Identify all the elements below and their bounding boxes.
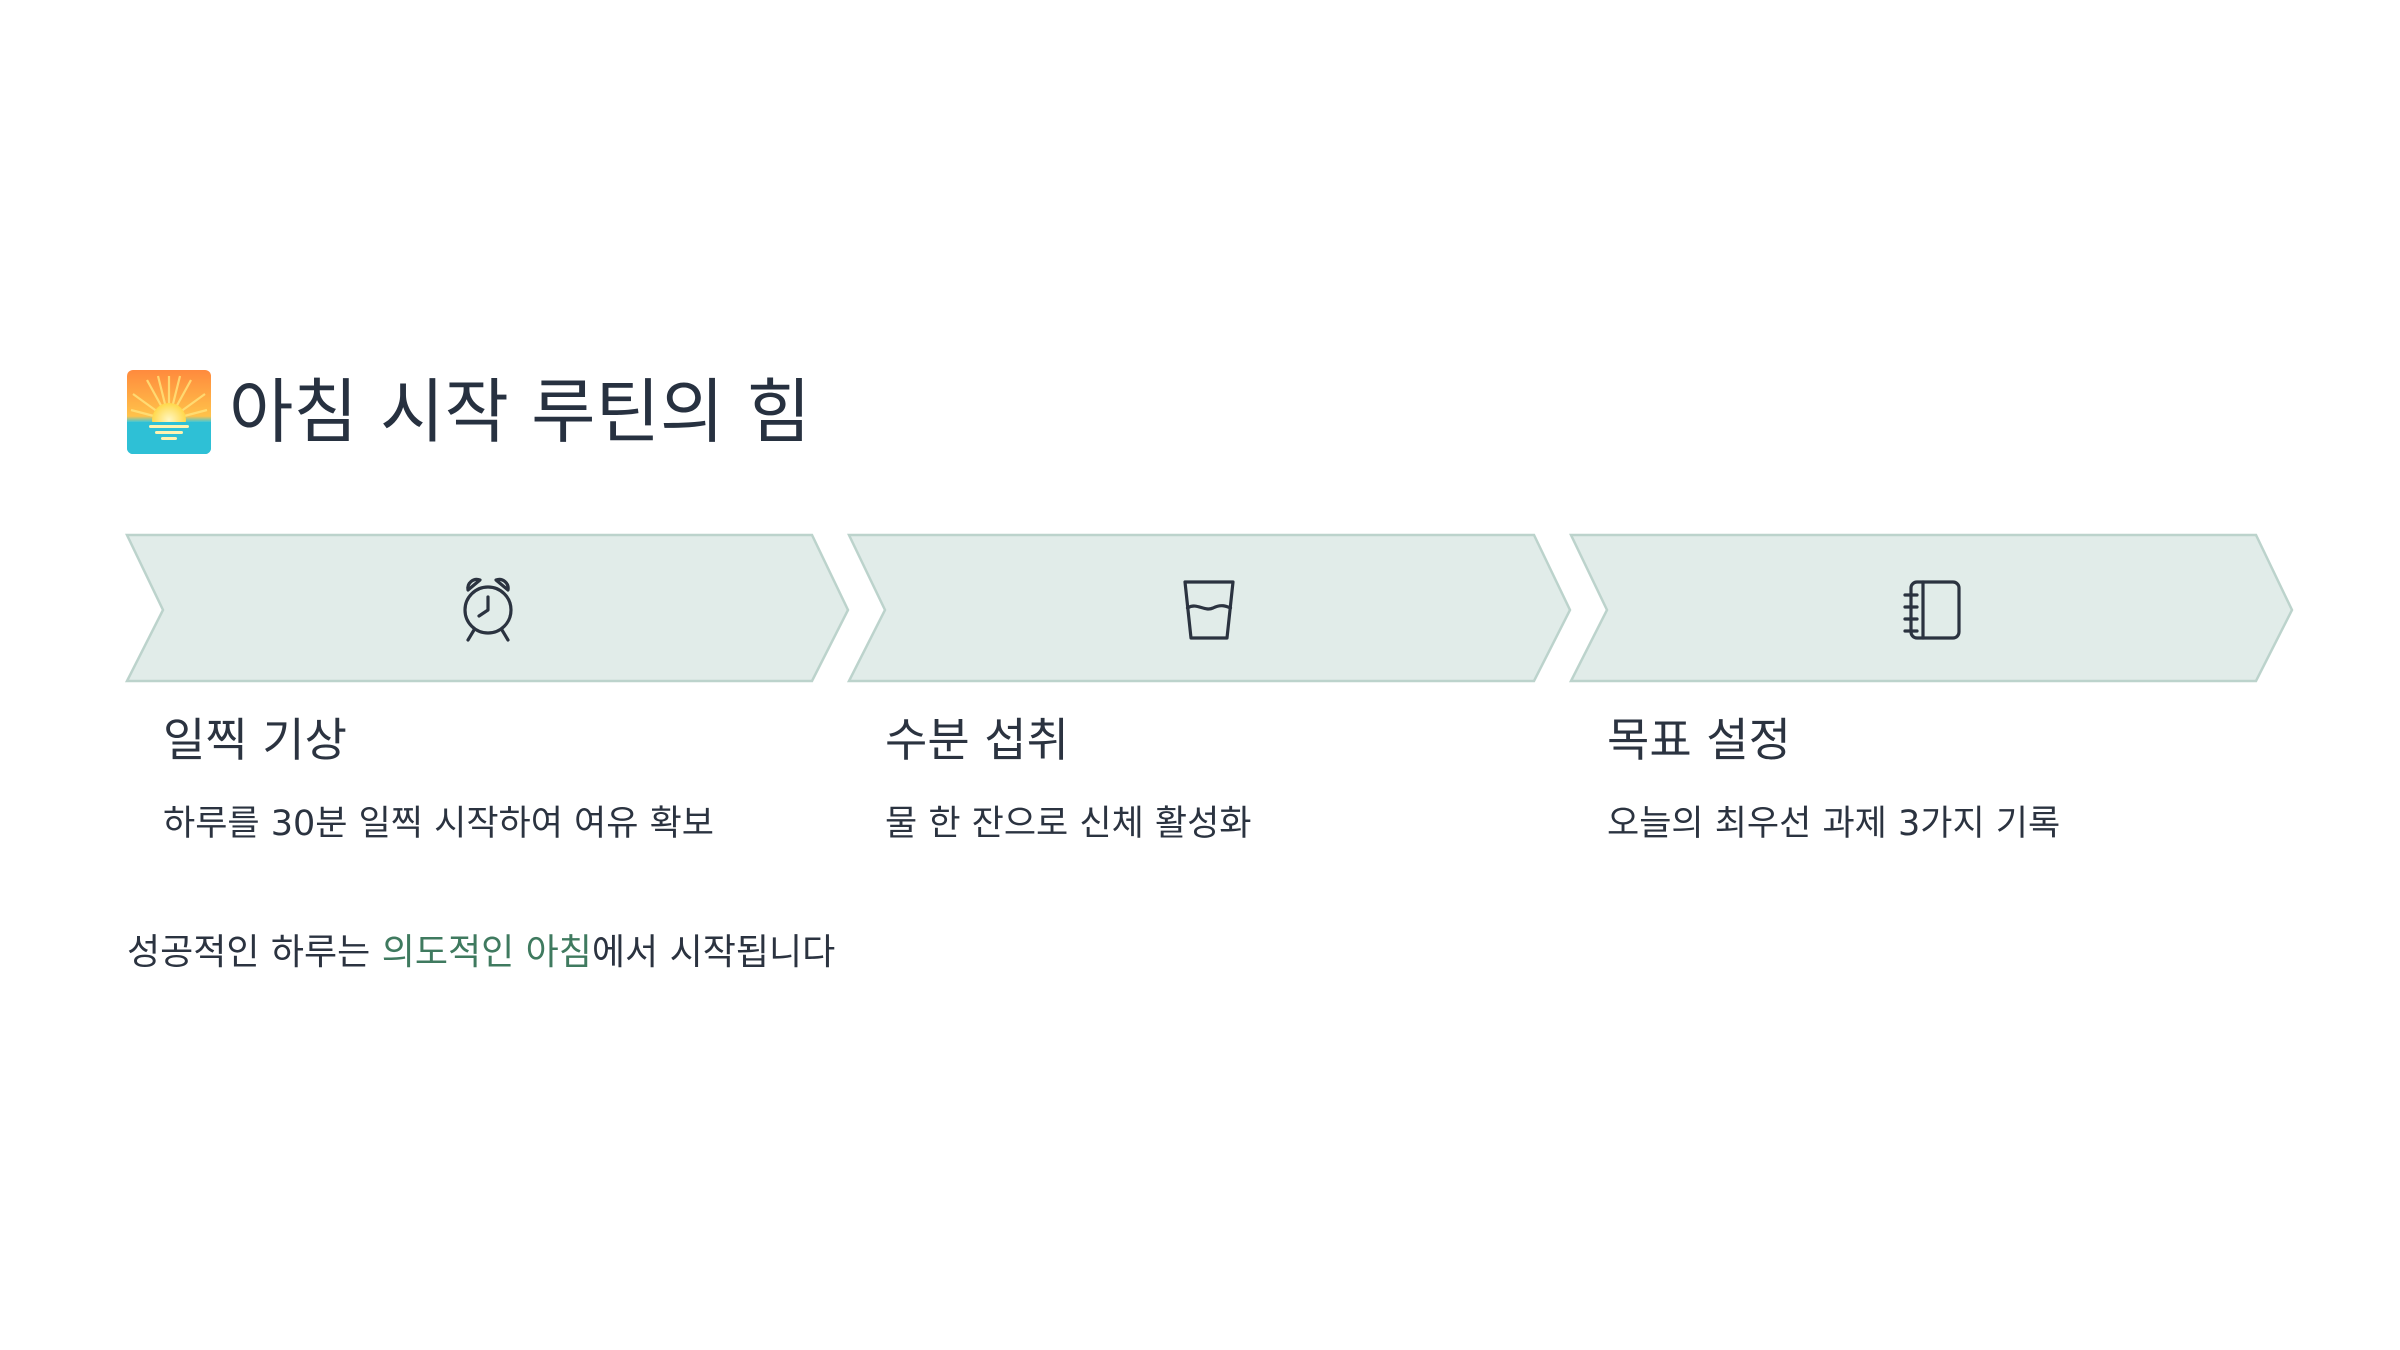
tagline-text: 성공적인 하루는 <box>127 932 382 973</box>
step-title: 일찍 기상 <box>163 713 347 767</box>
step-description: 오늘의 최우선 과제 3가지 기록 <box>1607 804 2061 844</box>
chevron-shape <box>124 533 850 683</box>
chevron-shape <box>846 533 1572 683</box>
chevron-step-3 <box>1568 533 2294 683</box>
chevron-step-2 <box>846 533 1572 683</box>
step-2: 수분 섭취 물 한 잔으로 신체 활성화 <box>885 710 1525 848</box>
step-title: 수분 섭취 <box>885 713 1069 767</box>
step-1: 일찍 기상 하루를 30분 일찍 시작하여 여유 확보 <box>163 710 803 848</box>
tagline-highlight: 의도적인 아침 <box>381 932 592 973</box>
title-row: 아침 시작 루틴의 힘 <box>127 370 811 454</box>
step-3: 목표 설정 오늘의 최우선 과제 3가지 기록 <box>1607 710 2247 848</box>
tagline-text: 에서 시작됩니다 <box>591 932 836 973</box>
sunrise-icon <box>127 370 211 454</box>
chevron-step-1 <box>124 533 850 683</box>
page-title: 아침 시작 루틴의 힘 <box>229 371 811 453</box>
step-title: 목표 설정 <box>1607 713 1791 767</box>
chevron-shape <box>1568 533 2294 683</box>
tagline: 성공적인 하루는 의도적인 아침에서 시작됩니다 <box>127 928 835 978</box>
step-description: 하루를 30분 일찍 시작하여 여유 확보 <box>163 804 714 844</box>
step-description: 물 한 잔으로 신체 활성화 <box>885 804 1252 844</box>
